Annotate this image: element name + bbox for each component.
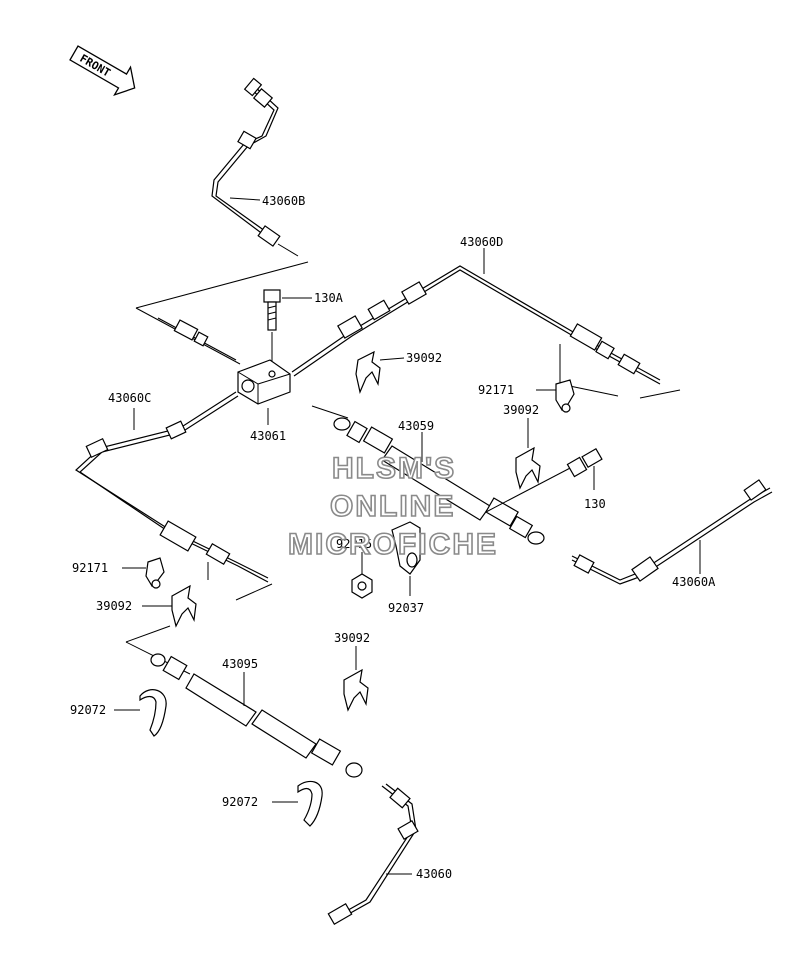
label-92171-left: 92171	[72, 561, 108, 575]
clip-39092-top	[355, 350, 405, 394]
label-43059: 43059	[398, 419, 434, 433]
watermark: HLSM'S ONLINE MICROFICHE	[287, 451, 498, 562]
front-arrow-icon: FRONT	[69, 45, 136, 97]
brake-line-43060a	[571, 479, 773, 585]
label-43060: 43060	[416, 867, 452, 881]
label-43060d: 43060D	[460, 235, 503, 249]
brake-hose-43095	[150, 653, 363, 778]
label-43095: 43095	[222, 657, 258, 671]
watermark-line-3: MICROFICHE	[288, 528, 498, 561]
label-39092-right: 39092	[503, 403, 539, 417]
watermark-line-2: ONLINE	[330, 490, 455, 523]
nut-92015	[351, 552, 373, 599]
bolt-130a	[263, 289, 312, 362]
label-39092-mid: 39092	[334, 631, 370, 645]
brake-line-43060c	[75, 391, 273, 601]
junction-block-43061	[237, 359, 291, 425]
label-39092-left: 39092	[96, 599, 132, 613]
clamp-92171-right	[536, 379, 575, 413]
label-130: 130	[584, 497, 606, 511]
guide-lines-upper	[135, 261, 309, 365]
brake-line-43060	[327, 783, 419, 926]
label-92037: 92037	[388, 601, 424, 615]
label-92072-left: 92072	[70, 703, 106, 717]
label-92072-mid: 92072	[222, 795, 258, 809]
watermark-line-1: HLSM'S	[332, 452, 456, 485]
bracket-92037	[391, 521, 421, 596]
brake-line-43060b	[211, 77, 299, 257]
clip-39092-right	[515, 418, 541, 490]
clamp-92171-left	[122, 557, 165, 589]
clip-39092-left	[142, 584, 197, 628]
label-43061: 43061	[250, 429, 286, 443]
label-43060b: 43060B	[262, 194, 305, 208]
label-43060c: 43060C	[108, 391, 151, 405]
brake-hose-43059	[311, 405, 545, 545]
label-92015: 92015	[336, 537, 372, 551]
label-130a: 130A	[314, 291, 344, 305]
label-92171-right: 92171	[478, 383, 514, 397]
label-43060a: 43060A	[672, 575, 716, 589]
bolt-130	[485, 447, 603, 513]
brake-line-43060d	[291, 248, 681, 399]
clip-39092-mid	[343, 646, 369, 712]
label-39092-top: 39092	[406, 351, 442, 365]
band-clamp-92072-left	[114, 689, 167, 737]
fitting-upper-left	[157, 317, 237, 361]
band-clamp-92072-mid	[272, 780, 323, 827]
